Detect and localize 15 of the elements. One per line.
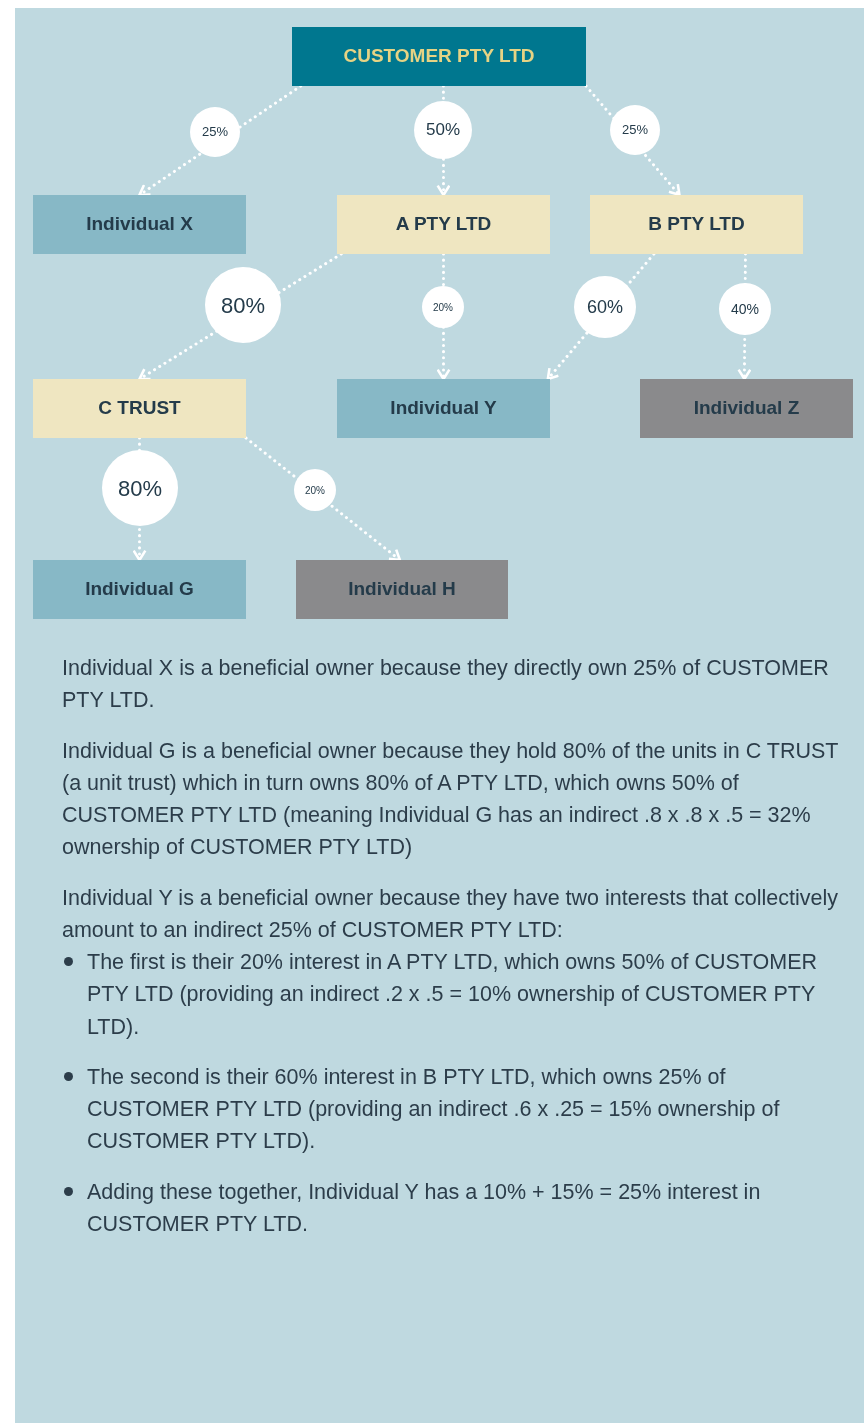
entity-box: Individual X <box>33 195 246 254</box>
entity-box: Individual Y <box>337 379 550 438</box>
entity-box: A PTY LTD <box>337 195 550 254</box>
entity-box: B PTY LTD <box>590 195 803 254</box>
paragraph: Individual Y is a beneficial owner because they have two interests that collectively amount to an indirect 25% of CUSTOMER PTY LTD: <box>62 884 840 944</box>
paragraph: Individual X is a beneficial owner because they directly own 25% of CUSTOMER PTY LTD. <box>62 655 830 715</box>
bullet-text: The second is their 60% interest in B PTY LTD, which owns 25% of CUSTOMER PTY LTD (providing an indirect .6 x .25 = 15% ownership of CUSTOMER PTY LTD). <box>87 1063 781 1156</box>
bullet-text: The first is their 20% interest in A PTY LTD, which owns 50% of CUSTOMER PTY LTD (providing an indirect .2 x .5 = 10% ownership of CUSTOMER PTY LTD). <box>87 949 819 1041</box>
entity-box: Individual Z <box>640 379 853 438</box>
entity-box: Individual H <box>296 560 508 619</box>
entity-box: C TRUST <box>33 379 246 438</box>
entity-box: CUSTOMER PTY LTD <box>292 27 586 86</box>
paragraph: Individual G is a beneficial owner because they hold 80% of the units in C TRUST (a unit trust) which in turn owns 80% of A PTY LTD, which owns 50% of CUSTOMER PTY LTD (meaning Individual G has an indirect .8 x .8 x .5 = 32% ownership of CUSTOMER PTY LTD) <box>62 737 840 862</box>
bullet-text: Adding these together, Individual Y has a 10% + 15% = 25% interest in CUSTOMER PTY LTD. <box>87 1178 762 1238</box>
entity-box: Individual G <box>33 560 246 619</box>
